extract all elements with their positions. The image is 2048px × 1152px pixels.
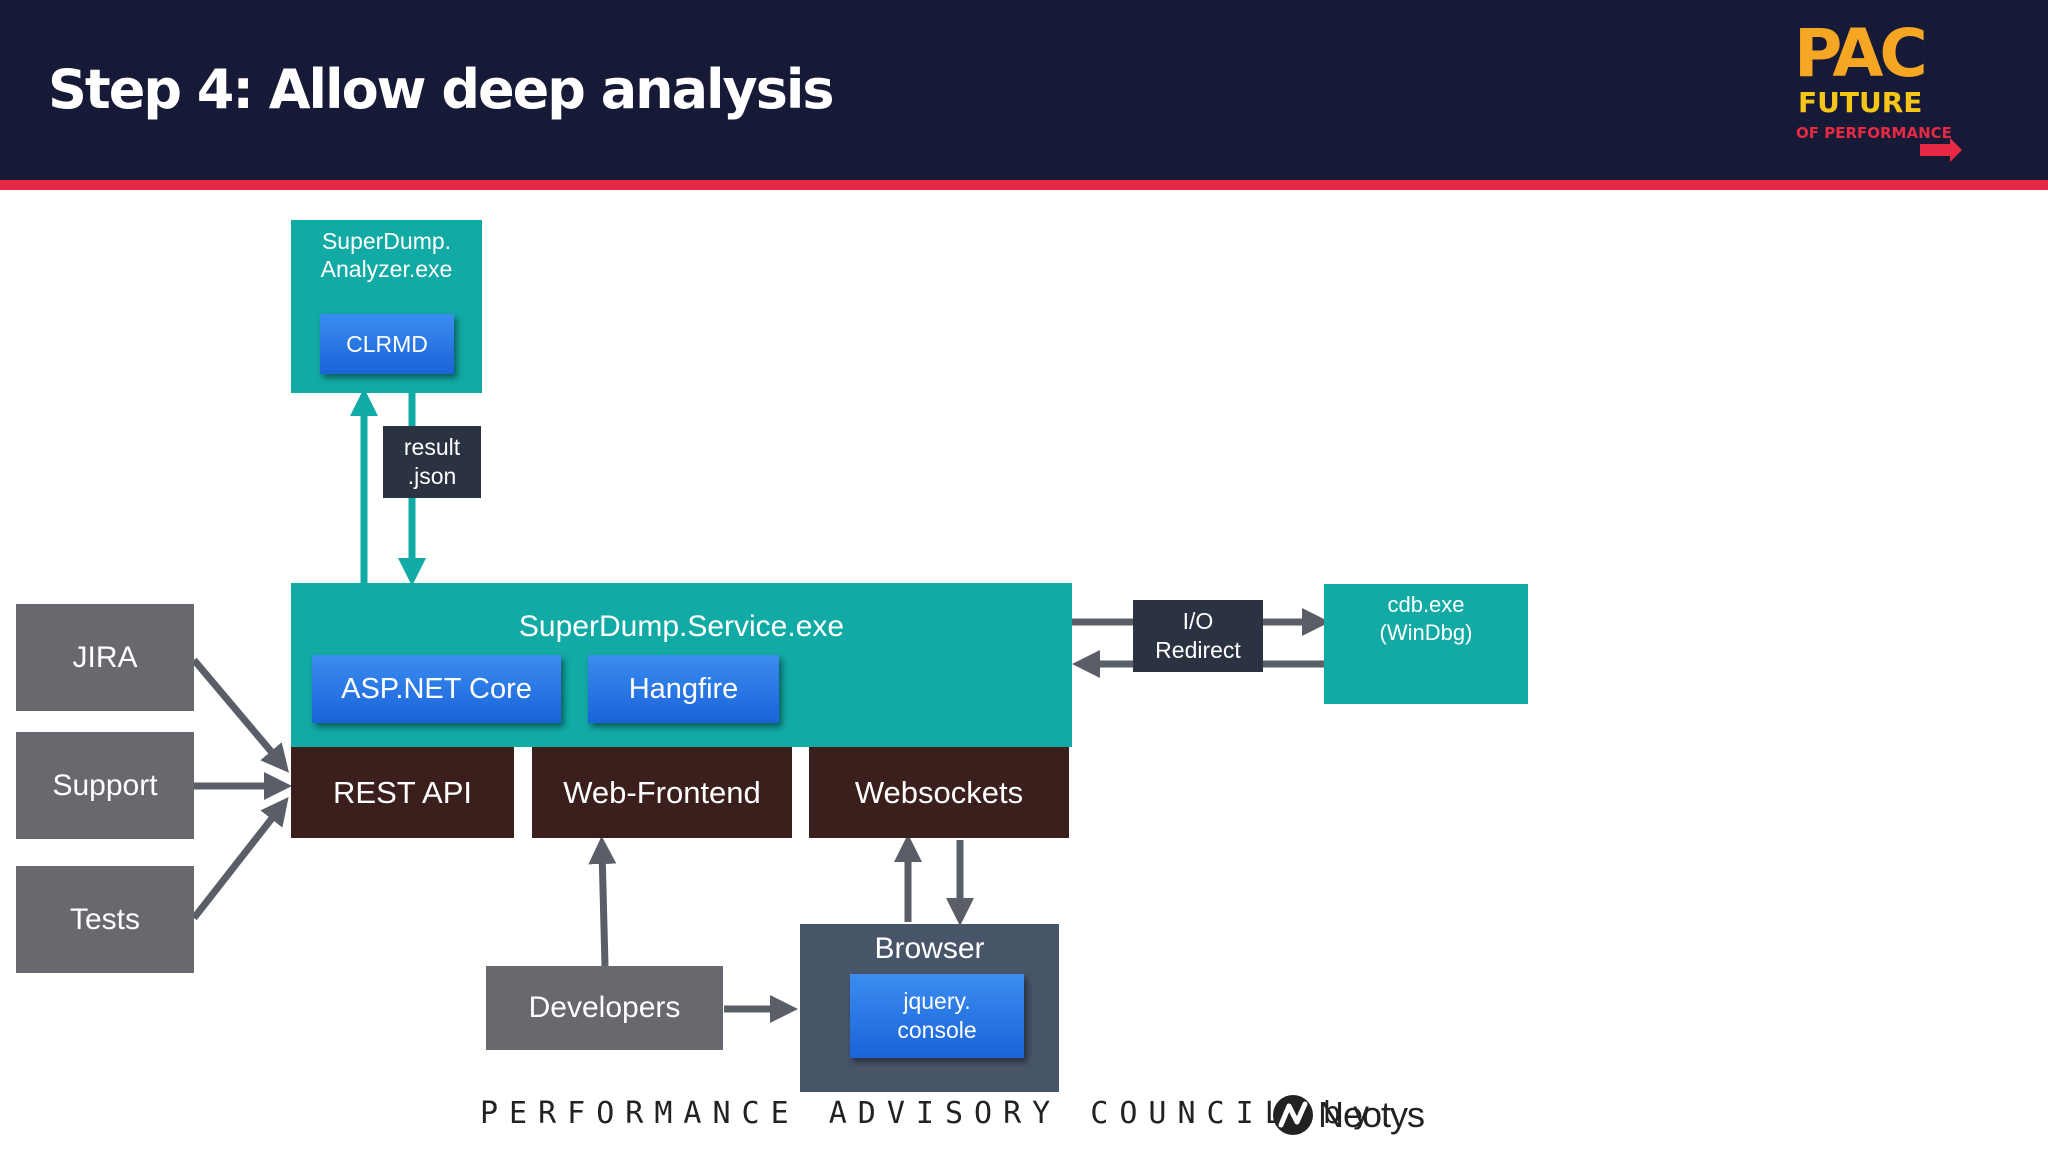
- developers-box: Developers: [486, 966, 723, 1050]
- result-json-line1: result: [403, 434, 461, 460]
- tests-box: Tests: [16, 866, 194, 973]
- footer-council: PERFORMANCE ADVISORY COUNCIL by: [480, 1096, 1381, 1131]
- jquery-console-line1: jquery.: [903, 988, 971, 1014]
- result-json-label: result .json: [383, 426, 481, 498]
- io-redirect-line2: Redirect: [1155, 637, 1241, 663]
- service-title: SuperDump.Service.exe: [518, 610, 845, 643]
- analyzer-title-line2: Analyzer.exe: [320, 256, 453, 282]
- jira-box: JIRA: [16, 604, 194, 711]
- hangfire-box: Hangfire: [588, 655, 779, 723]
- jquery-console-line2: console: [897, 1017, 977, 1043]
- neotys-logo-icon: [1273, 1095, 1313, 1135]
- pac-logo: PAC FUTURE OF PERFORMANCE: [1794, 15, 1962, 162]
- io-redirect-label: I/O Redirect: [1133, 600, 1263, 672]
- io-redirect-line1: I/O: [1182, 608, 1214, 634]
- result-json-line2: .json: [407, 463, 457, 489]
- web-frontend-box: Web-Frontend: [532, 747, 792, 838]
- browser-title: Browser: [874, 932, 985, 965]
- clrmd-box: CLRMD: [320, 314, 454, 374]
- support-box: Support: [16, 732, 194, 839]
- slide-header: [0, 0, 2048, 180]
- websockets-box: Websockets: [809, 747, 1069, 838]
- header-accent-bar: [0, 180, 2048, 190]
- aspnet-core-box: ASP.NET Core: [312, 655, 561, 723]
- svg-text:OF PERFORMANCE: OF PERFORMANCE: [1796, 124, 1952, 142]
- analyzer-title-line1: SuperDump.: [321, 228, 452, 254]
- cdb-box: [1324, 584, 1528, 704]
- jquery-console-box: jquery. console: [850, 974, 1024, 1058]
- rest-api-box: REST API: [291, 747, 514, 838]
- svg-text:FUTURE: FUTURE: [1798, 86, 1922, 119]
- cdb-line2: (WinDbg): [1379, 620, 1473, 645]
- slide-title: Step 4: Allow deep analysis: [48, 58, 835, 121]
- svg-text:PAC: PAC: [1794, 15, 1924, 92]
- footer-brand: Neotys: [1318, 1094, 1425, 1135]
- cdb-line1: cdb.exe: [1387, 592, 1465, 617]
